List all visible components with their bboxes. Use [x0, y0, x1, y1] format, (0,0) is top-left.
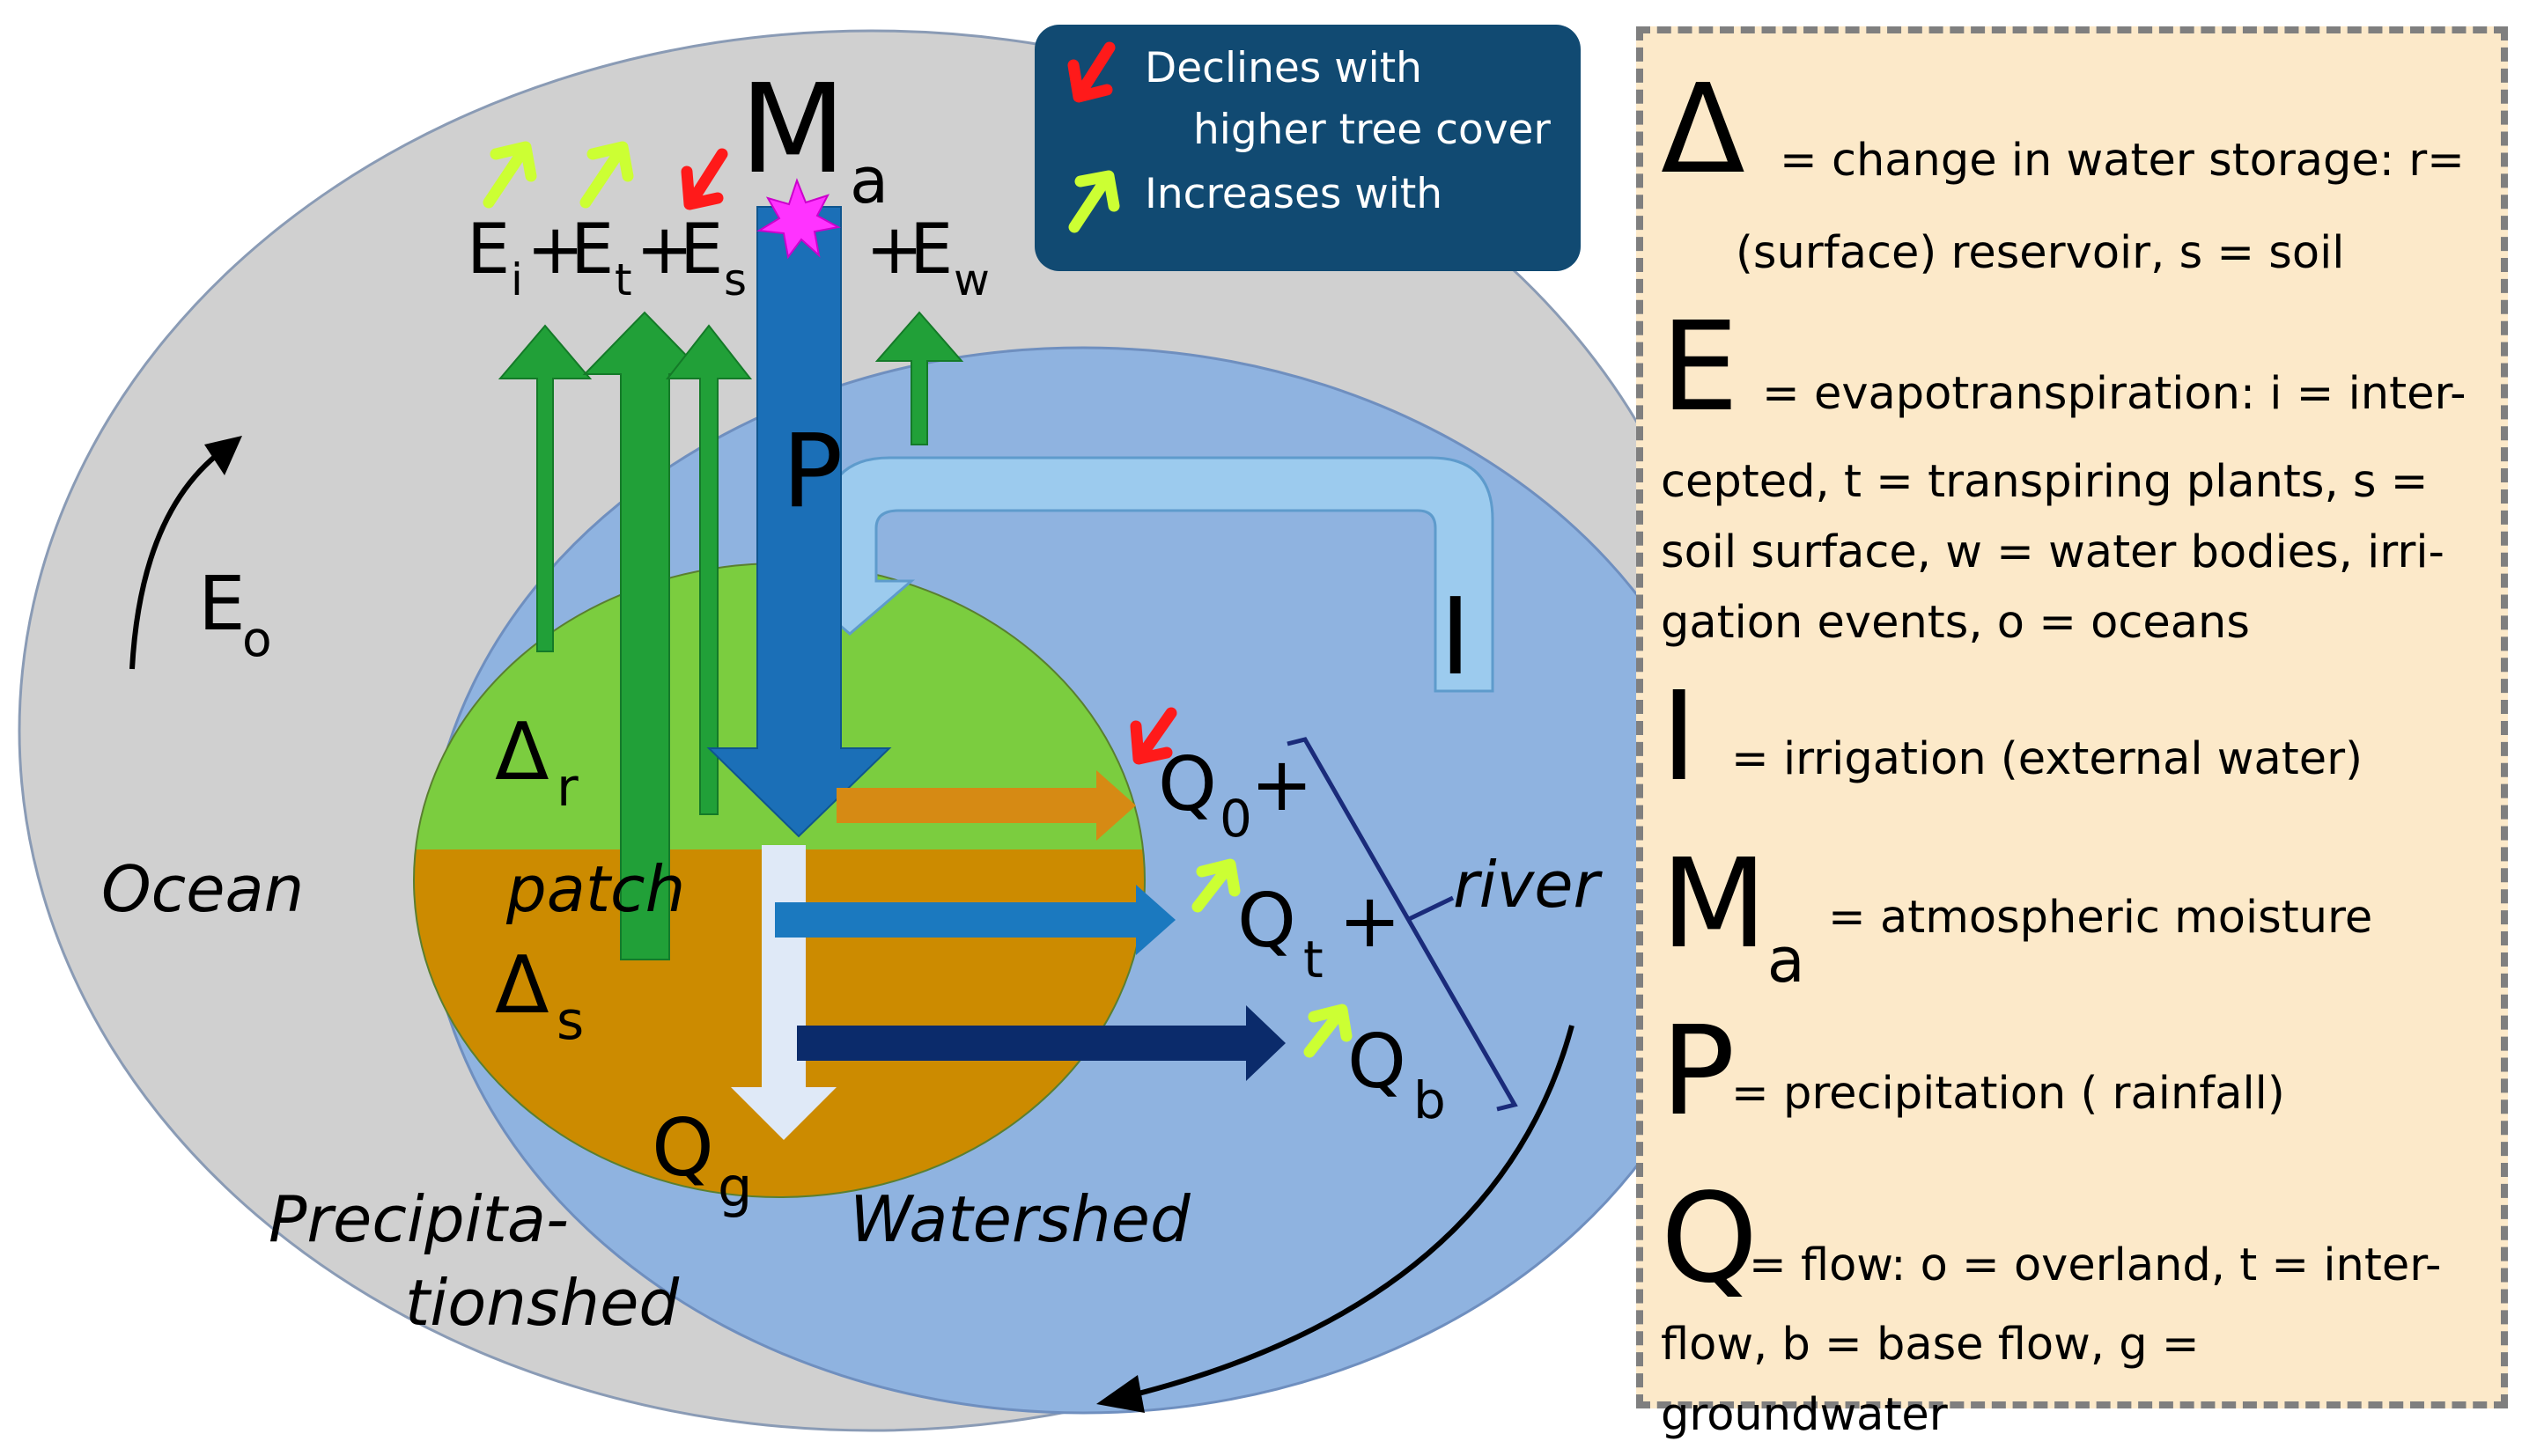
patch-label: patch: [505, 852, 685, 926]
legend-text-line: = flow: o = overland, t = inter-: [1749, 1239, 2442, 1291]
qg-label: Q g: [652, 1102, 752, 1219]
evaporation-arrows: [498, 311, 964, 960]
river-label: river: [1453, 848, 1604, 922]
svg-text:M: M: [740, 58, 846, 202]
key-declines-line1: Declines with: [1145, 44, 1422, 92]
key-declines-line2: higher tree cover: [1193, 106, 1551, 154]
svg-text:t: t: [615, 254, 632, 305]
legend-text-line: = irrigation (external water): [1731, 733, 2363, 785]
svg-text:E: E: [198, 561, 246, 648]
svg-text:+: +: [866, 210, 923, 290]
legend-symbol: Ma: [1661, 833, 1805, 996]
legend-symbol: I: [1661, 665, 1698, 809]
return-flow-arrowhead: [1096, 1375, 1145, 1413]
increase-arrow-qb: [1303, 1004, 1353, 1058]
evapotranspiration-terms: E i + E t + E s + E w: [467, 210, 990, 305]
svg-text:b: b: [1413, 1070, 1446, 1130]
qb-label: Q b: [1347, 1018, 1446, 1130]
ma-label: M a: [740, 58, 889, 217]
legend-text-line: (surface) reservoir, s = soil: [1736, 227, 2345, 279]
svg-text:Q: Q: [1347, 1018, 1406, 1106]
svg-text:Δ: Δ: [495, 939, 549, 1032]
i-label: I: [1440, 577, 1471, 699]
ocean-label: Ocean: [101, 852, 304, 926]
svg-text:s: s: [557, 990, 584, 1052]
svg-text:+: +: [1250, 741, 1313, 828]
baseflow-arrow: [797, 1005, 1286, 1081]
increase-arrow-qt: [1191, 858, 1241, 913]
decline-arrows: [681, 148, 1177, 765]
eo-arc-arrowhead: [204, 436, 242, 475]
svg-text:E: E: [571, 210, 614, 290]
svg-text:E: E: [680, 210, 723, 290]
svg-text:E: E: [467, 210, 510, 290]
qt-label: Q t +: [1237, 878, 1401, 989]
legend-text-line: flow, b = base flow, g = groundwater: [1661, 1319, 2200, 1441]
eo-arc-arrow: [129, 446, 226, 670]
decline-arrow-q0: [1130, 707, 1177, 765]
legend-symbol: Δ: [1661, 58, 1745, 202]
legend-text-line: = atmospheric moisture: [1828, 892, 2373, 944]
legend-text-line: = precipitation ( rainfall): [1731, 1068, 2285, 1120]
legend-text-line: soil surface, w = water bodies, irri-: [1661, 526, 2444, 578]
legend-text-line: gation events, o = oceans: [1661, 597, 2250, 649]
atmospheric-moisture-star: [756, 178, 841, 260]
svg-text:r: r: [557, 757, 579, 819]
evap-arrow-es: [665, 324, 753, 815]
precipitationshed-label-line1: Precipita-: [269, 1182, 569, 1256]
return-flow-curve: [1131, 1025, 1574, 1398]
river-connector: [1405, 895, 1455, 923]
precipitationshed-label-line2: tionshed: [405, 1266, 680, 1340]
svg-text:0: 0: [1220, 789, 1252, 849]
legend-text-line: = evapotranspiration: i = inter-: [1762, 368, 2467, 420]
legend-symbol: P: [1661, 1000, 1736, 1143]
svg-text:t: t: [1303, 930, 1324, 989]
legend-panel: Δ = change in water storage: r= (surface…: [1636, 26, 2508, 1441]
svg-text:o: o: [242, 611, 272, 667]
evap-arrow-ei: [498, 324, 593, 652]
increase-arrow-et: [579, 141, 634, 209]
evap-arrow-ew: [874, 311, 964, 445]
legend-symbol: E: [1661, 296, 1739, 439]
svg-text:+: +: [527, 210, 584, 290]
interflow-arrow: [775, 885, 1176, 955]
svg-text:s: s: [724, 254, 747, 305]
p-label: P: [782, 413, 843, 531]
delta-s-label: Δ s: [495, 939, 584, 1052]
key-increases: Increases with: [1145, 170, 1443, 218]
svg-text:g: g: [718, 1155, 752, 1219]
q0-label: Q 0 +: [1158, 741, 1313, 849]
svg-text:i: i: [511, 254, 523, 305]
legend-symbol: Q: [1661, 1167, 1759, 1311]
overland-flow-arrow: [837, 770, 1136, 841]
svg-text:a: a: [850, 143, 889, 217]
river-bracket: [1287, 737, 1518, 1112]
svg-text:Q: Q: [1158, 741, 1217, 828]
legend-text-line: cepted, t = transpiring plants, s =: [1661, 456, 2429, 508]
evap-arrow-et: [582, 311, 707, 960]
svg-text:+: +: [636, 210, 693, 290]
decline-arrow-es: [681, 148, 728, 210]
svg-text:E: E: [910, 210, 953, 290]
eo-label: E o: [198, 561, 272, 667]
svg-text:w: w: [954, 254, 990, 305]
watershed-label: Watershed: [850, 1182, 1191, 1256]
groundwater-arrow: [731, 845, 837, 1140]
arrow-key-box: Declines with higher tree cover Increase…: [1035, 25, 1581, 271]
decline-key-icon: [1067, 41, 1116, 103]
increase-key-icon: [1068, 170, 1120, 233]
increase-arrows: [483, 141, 1353, 1058]
svg-text:Q: Q: [652, 1102, 714, 1195]
delta-r-label: Δ r: [495, 706, 579, 819]
legend-text-line: = change in water storage: r=: [1780, 135, 2465, 187]
svg-text:+: +: [1338, 878, 1401, 965]
svg-text:Δ: Δ: [495, 706, 549, 798]
svg-text:Q: Q: [1237, 878, 1296, 965]
increase-arrow-ei: [483, 141, 537, 209]
